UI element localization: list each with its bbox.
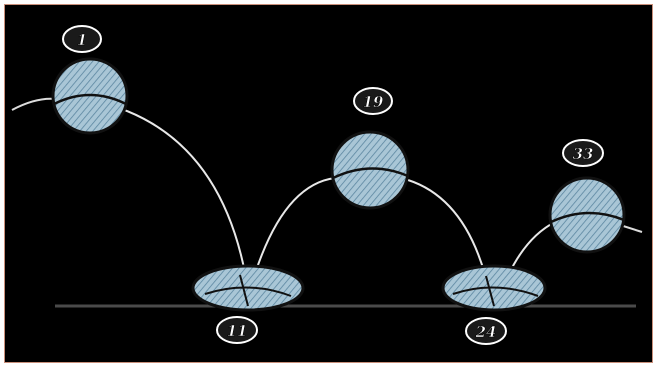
frame-label-33: 33 bbox=[563, 140, 603, 166]
frame-label-24: 24 bbox=[466, 318, 506, 344]
ball-frame-33 bbox=[550, 178, 624, 252]
frame-label-1-text: 1 bbox=[77, 31, 87, 49]
arc-fall-1 bbox=[110, 105, 248, 290]
frame-label-19: 19 bbox=[354, 88, 392, 114]
ball-frame-11 bbox=[193, 266, 303, 310]
ball-frame-1 bbox=[53, 59, 127, 133]
frame-label-11-text: 11 bbox=[227, 322, 248, 340]
frame-label-33-text: 33 bbox=[573, 145, 594, 163]
ball-frame-19 bbox=[332, 132, 408, 208]
frame-label-1: 1 bbox=[63, 26, 101, 52]
frame-label-19-text: 19 bbox=[363, 93, 384, 111]
frame-label-11: 11 bbox=[217, 317, 257, 343]
ball-frame-24 bbox=[443, 266, 545, 310]
frame-label-24-text: 24 bbox=[475, 323, 497, 341]
